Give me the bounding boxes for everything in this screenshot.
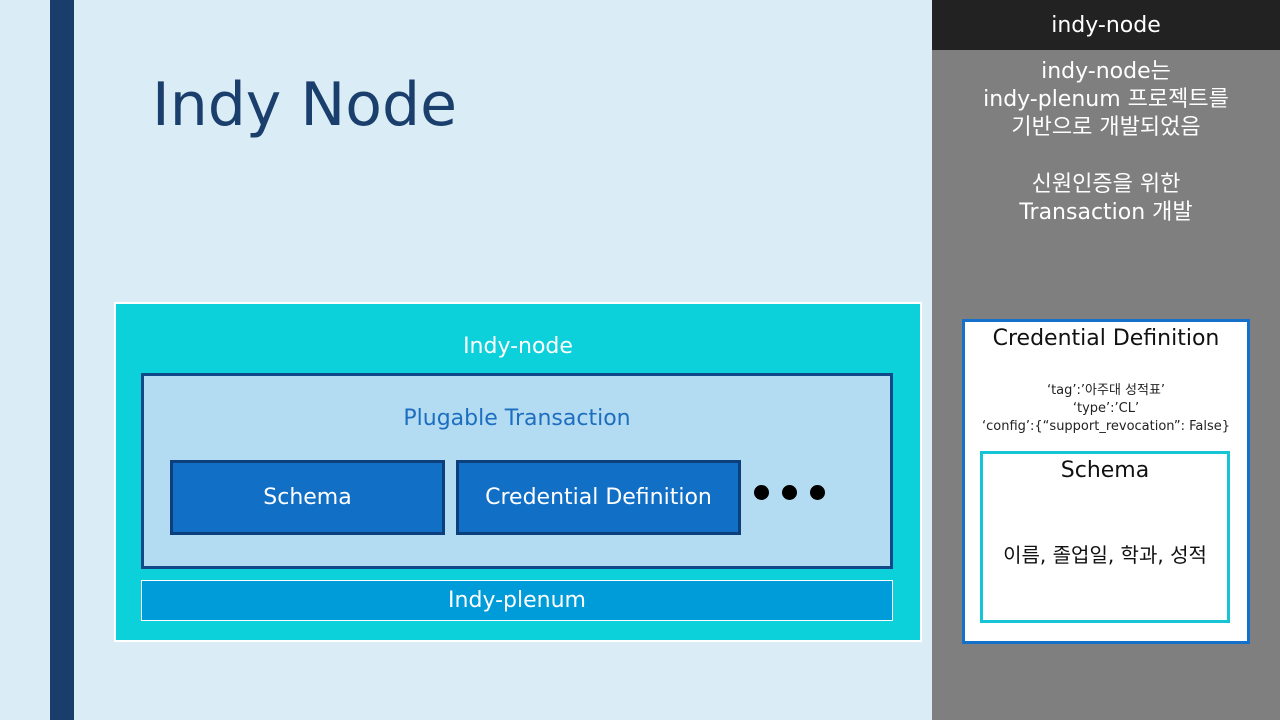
credential-definition-attributes: ‘tag’:’아주대 성적표’ ‘type’:’CL’ ‘config’:{“s… (962, 382, 1250, 436)
purpose-line: Transaction 개발 (1019, 200, 1193, 225)
credential-attribute: ‘type’:’CL’ (1072, 401, 1140, 416)
ellipsis-dot (782, 485, 797, 500)
indy-plenum-label: Indy-plenum (448, 588, 586, 613)
purpose-text: 신원인증을 위한 Transaction 개발 (932, 171, 1280, 227)
description-line: 기반으로 개발되었음 (1011, 115, 1201, 140)
ellipsis-dot (754, 485, 769, 500)
ellipsis-dot (810, 485, 825, 500)
credential-attribute: ‘config’:{“support_revocation”: False} (981, 419, 1230, 434)
purpose-line: 신원인증을 위한 (1031, 172, 1181, 197)
slide-title: Indy Node (152, 70, 457, 140)
credential-definition-module: Credential Definition (456, 460, 741, 535)
description-text: indy-node는 indy-plenum 프로젝트를 기반으로 개발되었음 (932, 58, 1280, 142)
credential-definition-title: Credential Definition (992, 326, 1220, 351)
indy-node-label: Indy-node (463, 334, 573, 359)
schema-module-label: Schema (263, 485, 352, 510)
credential-definition-module-label: Credential Definition (485, 485, 712, 510)
side-panel-header: indy-node (932, 0, 1280, 50)
schema-card-title: Schema (1060, 458, 1150, 483)
schema-module: Schema (170, 460, 445, 535)
indy-plenum-layer: Indy-plenum (141, 580, 893, 621)
left-accent-bar (50, 0, 74, 720)
side-panel-header-label: indy-node (1051, 12, 1161, 38)
plugable-transaction-label: Plugable Transaction (403, 406, 631, 431)
credential-attribute: ‘tag’:’아주대 성적표’ (1046, 383, 1166, 398)
schema-card-fields: 이름, 졸업일, 학과, 성적 (1003, 543, 1207, 567)
description-line: indy-plenum 프로젝트를 (983, 87, 1229, 112)
description-line: indy-node는 (1041, 59, 1171, 84)
schema-card (980, 451, 1230, 623)
